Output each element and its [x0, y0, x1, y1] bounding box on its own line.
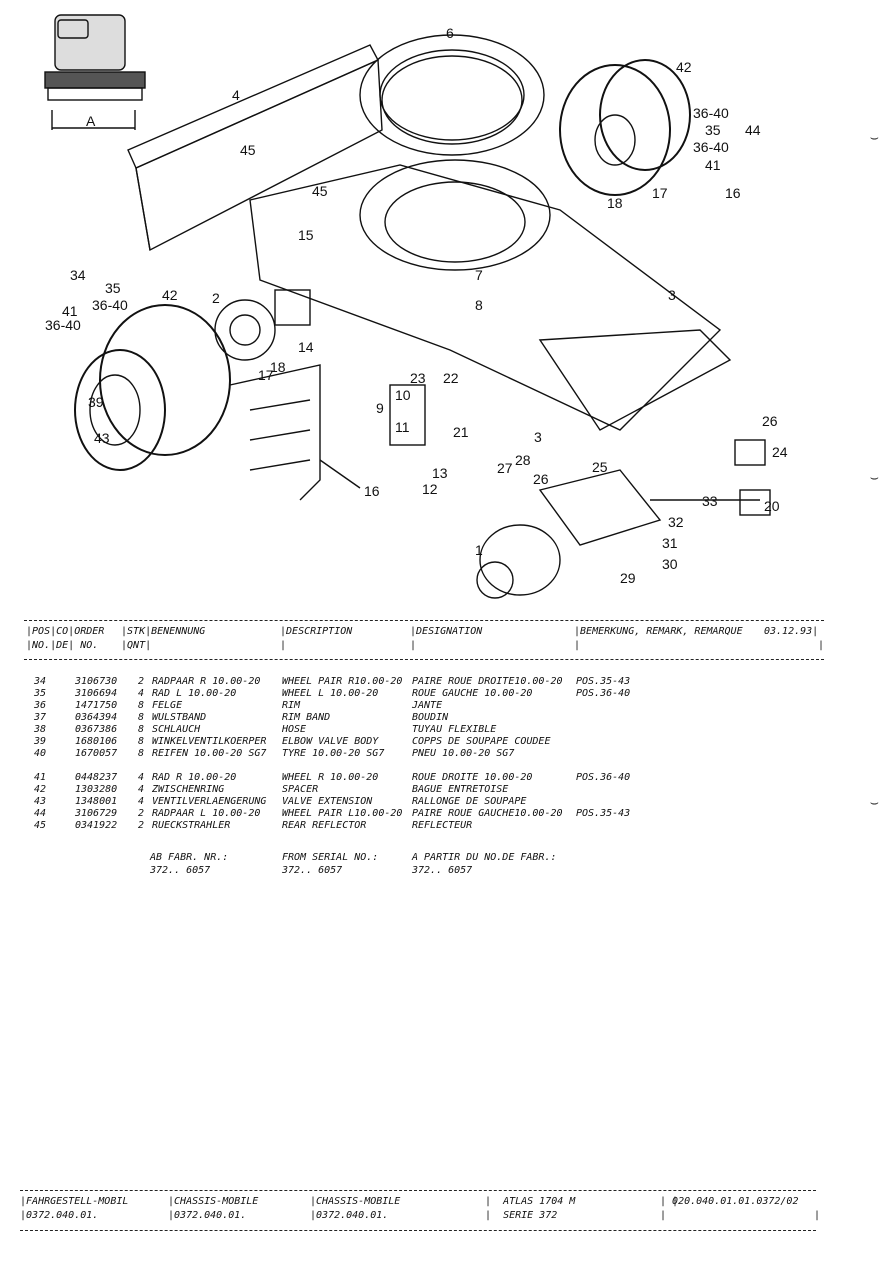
svg-text:20: 20 — [764, 498, 780, 514]
svg-text:23: 23 — [410, 370, 426, 386]
svg-text:16: 16 — [725, 185, 741, 201]
svg-text:8: 8 — [475, 297, 483, 313]
svg-text:44: 44 — [745, 122, 761, 138]
exploded-parts-diagram: A 6 42 36-40 35 36-40 41 44 16 17 18 4 4… — [44, 14, 788, 599]
svg-text:17: 17 — [652, 185, 668, 201]
header-qnt: QNT — [127, 640, 146, 651]
svg-text:18: 18 — [270, 359, 286, 375]
svg-text:32: 32 — [668, 514, 684, 530]
header-description: DESCRIPTION — [286, 626, 353, 637]
footer-series: SERIE 372 — [503, 1210, 558, 1221]
svg-text:17: 17 — [258, 367, 274, 383]
rear-wheel-pair — [559, 59, 691, 196]
svg-text:3: 3 — [668, 287, 676, 303]
footer-rule-bottom — [20, 1230, 816, 1231]
svg-text:11: 11 — [395, 419, 410, 435]
header-no: NO. — [32, 640, 51, 651]
svg-text:42: 42 — [162, 287, 178, 303]
footer-model: ATLAS 1704 M — [503, 1196, 576, 1207]
svg-text:35: 35 — [705, 122, 721, 138]
svg-text:30: 30 — [662, 556, 678, 572]
header-rule-bottom — [24, 659, 824, 660]
header-date: 03.12.93 — [764, 626, 813, 637]
svg-text:12: 12 — [422, 481, 438, 497]
svg-text:31: 31 — [662, 535, 678, 551]
callout-labels: 6 42 36-40 35 36-40 41 44 16 17 18 4 45 … — [45, 25, 788, 586]
svg-text:22: 22 — [443, 370, 459, 386]
svg-text:41: 41 — [62, 303, 78, 319]
footer-rule-top — [20, 1190, 816, 1191]
header-designation: DESIGNATION — [416, 626, 483, 637]
svg-text:36-40: 36-40 — [693, 105, 729, 121]
svg-text:41: 41 — [705, 157, 721, 173]
svg-text:29: 29 — [620, 570, 636, 586]
header-pos: POS — [32, 626, 51, 637]
svg-text:34: 34 — [70, 267, 86, 283]
svg-text:9: 9 — [376, 400, 384, 416]
svg-text:13: 13 — [432, 465, 448, 481]
detail-label: A — [86, 113, 96, 129]
svg-text:4: 4 — [232, 87, 240, 103]
svg-text:42: 42 — [676, 59, 692, 75]
svg-text:35: 35 — [105, 280, 121, 296]
svg-text:2: 2 — [212, 290, 220, 306]
footer-fr-code: 0372.040.01. — [316, 1210, 389, 1221]
svg-text:27: 27 — [497, 460, 513, 476]
margin-mark: ⌣ — [869, 795, 879, 811]
svg-text:26: 26 — [533, 471, 549, 487]
svg-text:45: 45 — [312, 183, 328, 199]
svg-text:33: 33 — [702, 493, 718, 509]
svg-text:3: 3 — [534, 429, 542, 445]
svg-text:6: 6 — [446, 25, 454, 41]
svg-text:10: 10 — [395, 387, 411, 403]
step-ladder — [229, 364, 361, 501]
svg-text:28: 28 — [515, 452, 531, 468]
header-stk: STK — [127, 626, 146, 637]
svg-text:36-40: 36-40 — [45, 317, 81, 333]
svg-text:45: 45 — [240, 142, 256, 158]
machine-detail-sketch — [44, 14, 146, 130]
svg-text:25: 25 — [592, 459, 608, 475]
footer-de-title: FAHRGESTELL-MOBIL — [26, 1196, 129, 1207]
svg-text:24: 24 — [772, 444, 788, 460]
svg-text:18: 18 — [607, 195, 623, 211]
svg-text:14: 14 — [298, 339, 314, 355]
header-remark: BEMERKUNG, REMARK, REMARQUE — [580, 626, 743, 637]
svg-text:26: 26 — [762, 413, 778, 429]
svg-text:7: 7 — [475, 267, 483, 283]
slewing-ring — [359, 34, 545, 156]
svg-text:16: 16 — [364, 483, 380, 499]
svg-text:1: 1 — [475, 542, 483, 558]
footer-fr-title: CHASSIS-MOBILE — [316, 1196, 401, 1207]
parts-table-header: |POS|CO|ORDER |NO.|DE| NO. |STK|BENENNUN… — [26, 626, 825, 651]
svg-text:36-40: 36-40 — [92, 297, 128, 313]
chassis-frame — [249, 159, 732, 431]
margin-mark: ⌣ — [869, 130, 879, 146]
svg-text:39: 39 — [88, 394, 104, 410]
svg-text:43: 43 — [94, 430, 110, 446]
footer-en-code: 0372.040.01. — [174, 1210, 247, 1221]
margin-mark: ⌣ — [869, 470, 879, 486]
svg-text:36-40: 36-40 — [693, 139, 729, 155]
footer-de-code: 0372.040.01. — [26, 1210, 99, 1221]
svg-text:21: 21 — [453, 424, 469, 440]
footer-en-title: CHASSIS-MOBILE — [174, 1196, 259, 1207]
header-rule-top — [24, 620, 824, 621]
footer-doc-number: 020.040.01.01.0372/02 — [672, 1196, 799, 1207]
svg-text:15: 15 — [298, 227, 314, 243]
front-axle — [476, 469, 760, 599]
front-wheel-pair — [74, 299, 276, 471]
